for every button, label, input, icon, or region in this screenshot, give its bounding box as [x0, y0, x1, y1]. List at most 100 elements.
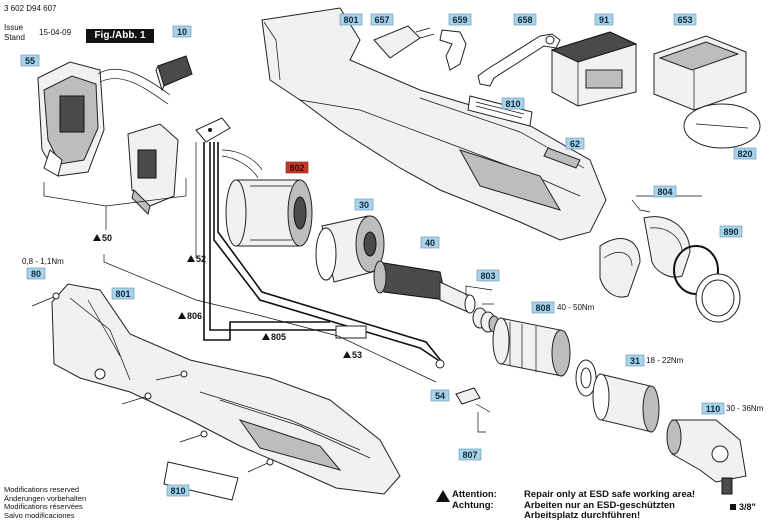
part-808-tube [492, 317, 571, 377]
label-803: 803 [476, 269, 500, 282]
part-55-electronics [37, 61, 171, 177]
note-fr: Modifications réservées [4, 502, 83, 512]
part-ring [575, 359, 597, 397]
label-657-text: 657 [374, 15, 389, 25]
label-55: 55 [20, 54, 40, 67]
part-91-battery [550, 31, 638, 107]
label-804: 804 [653, 185, 677, 198]
torque-80: 0,8 - 1,1Nm [22, 257, 64, 266]
label-801-lower: 801 [111, 287, 135, 300]
label-801-upper-text: 801 [343, 15, 358, 25]
label-890-text: 890 [723, 227, 738, 237]
part-31-coupling [592, 373, 660, 433]
part-658-wrench [477, 33, 561, 87]
label-10: 10 [172, 25, 192, 38]
label-54-text: 54 [435, 391, 445, 401]
esd-warning: Attention: Repair only at ESD safe workin… [436, 489, 696, 522]
part-810-label-lower [163, 461, 239, 501]
part-801-housing-lower [51, 283, 401, 495]
label-810-lower-text: 810 [170, 486, 185, 496]
warning-key-de-2 [452, 511, 524, 522]
label-10-text: 10 [177, 27, 187, 37]
part-890-rings [673, 245, 741, 323]
pointer-53-text: 53 [352, 350, 362, 360]
label-807: 807 [458, 448, 482, 461]
modification-notes: Modifications reserved Änderungen vorbeh… [4, 485, 87, 520]
label-54: 54 [430, 389, 450, 402]
note-de: Änderungen vorbehalten [4, 493, 87, 503]
label-62: 62 [565, 137, 585, 150]
label-659: 659 [448, 13, 472, 26]
part-659-clip [439, 29, 467, 71]
square-drive-icon [730, 504, 736, 510]
label-804-text: 804 [657, 187, 672, 197]
pointer-52-text: 52 [196, 254, 206, 264]
label-40-text: 40 [425, 238, 435, 248]
warning-key-en: Attention: [452, 489, 497, 500]
warning-text-de: Arbeiten nur an ESD-geschützten [524, 499, 675, 511]
pointer-53: 53 [343, 350, 362, 360]
label-659-text: 659 [452, 15, 467, 25]
part-653-charger [653, 35, 747, 111]
label-91-text: 91 [599, 15, 609, 25]
drive-size: 3/8" [730, 502, 756, 512]
pointer-50-text: 50 [102, 233, 112, 243]
part-110-angle-head [666, 419, 747, 495]
label-110: 110 [701, 402, 725, 415]
part-10-cap [155, 55, 193, 92]
label-808-text: 808 [535, 303, 550, 313]
label-40: 40 [420, 236, 440, 249]
part-62-strip [543, 147, 581, 169]
label-31-text: 31 [630, 356, 640, 366]
label-820-text: 820 [737, 149, 752, 159]
label-810-upper-text: 810 [505, 99, 520, 109]
pointer-805: 805 [262, 332, 286, 342]
pointer-806-text: 806 [187, 311, 202, 321]
label-808: 808 [531, 301, 555, 314]
label-658: 658 [513, 13, 537, 26]
issue-date: 15-04-09 [39, 28, 72, 37]
torque-31: 18 - 22Nm [646, 356, 684, 365]
label-653-text: 653 [677, 15, 692, 25]
label-30: 30 [354, 198, 374, 211]
part-40-spindle [373, 260, 476, 314]
label-658-text: 658 [517, 15, 532, 25]
figure-title: Fig./Abb. 1 [86, 29, 154, 43]
stand-label: Stand [4, 33, 25, 42]
part-804-clamp [599, 216, 691, 298]
label-810-upper: 810 [501, 97, 525, 110]
note-en: Modifications reserved [4, 485, 80, 494]
label-110-text: 110 [706, 404, 721, 414]
pointer-805-text: 805 [271, 332, 286, 342]
part-801-housing-upper [261, 7, 607, 241]
label-653: 653 [673, 13, 697, 26]
label-80-text: 80 [31, 269, 41, 279]
screws [31, 292, 274, 473]
assembly-lines [43, 142, 702, 433]
drawing-number: 3 602 D94 607 [4, 4, 57, 13]
part-807 [455, 387, 491, 413]
part-switch [127, 123, 179, 215]
label-657: 657 [370, 13, 394, 26]
note-es: Salvo modificaciones [4, 510, 75, 520]
label-802: 802 [285, 161, 309, 174]
part-pcb [195, 117, 231, 143]
label-801-upper: 801 [339, 13, 363, 26]
pointer-52: 52 [187, 254, 206, 264]
label-820: 820 [733, 147, 757, 160]
drive-size-text: 3/8" [739, 502, 756, 512]
part-657 [373, 25, 435, 59]
label-890: 890 [719, 225, 743, 238]
part-30-gear [315, 215, 385, 283]
torque-110: 30 - 36Nm [726, 404, 764, 413]
label-91: 91 [594, 13, 614, 26]
label-62-text: 62 [570, 139, 580, 149]
warning-text-en: Repair only at ESD safe working area! [524, 489, 696, 500]
pointer-806: 806 [178, 311, 202, 321]
torque-808: 40 - 50Nm [557, 303, 595, 312]
warning-triangle-icon [436, 490, 450, 502]
label-55-text: 55 [25, 56, 35, 66]
label-30-text: 30 [359, 200, 369, 210]
